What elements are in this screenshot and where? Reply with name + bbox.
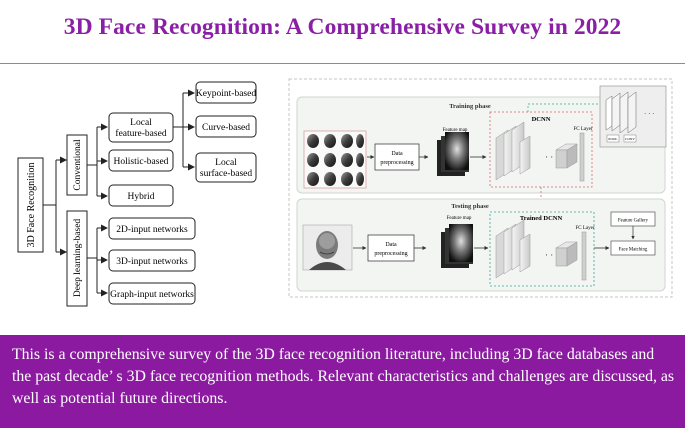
local-feature-label-2: feature-based (115, 128, 166, 139)
testing-preproc-node (367, 234, 415, 262)
training-fc-label: FC Layer (573, 127, 592, 132)
surface-label-2: surface-based (200, 168, 252, 179)
local-connector (173, 93, 184, 167)
testing-preproc-label-1: Data (385, 242, 397, 248)
root-node (17, 157, 44, 253)
conventional-label: Conventional (73, 139, 83, 191)
keypoint-node (195, 81, 257, 104)
holistic-node (108, 149, 174, 172)
root-label: 3D Face Recognition (26, 163, 37, 248)
taxonomy-tree: 3D Face Recognition Conventional Deep le… (17, 81, 257, 307)
deep-connector (87, 228, 98, 293)
trained-dcnn-box (489, 211, 595, 287)
svg-text:· · ·: · · · (644, 110, 655, 118)
summary-text: This is a comprehensive survey of the 3D… (12, 346, 675, 407)
curve-label: Curve-based (202, 123, 250, 133)
dcnn-conv-layers: · · · (495, 121, 578, 181)
net-3d-label: 3D-input networks (116, 257, 188, 267)
keypoint-label: Keypoint-based (196, 89, 256, 99)
training-preproc-label-2: preprocessing (380, 160, 413, 166)
training-preproc-label-1: Data (391, 151, 403, 157)
curve-node (195, 115, 257, 138)
testing-panel (296, 198, 666, 292)
deep-learning-label: Deep learning-based (73, 219, 83, 298)
training-title: Training phase (449, 103, 491, 110)
svg-text:· · ·: · · · (545, 152, 559, 162)
holistic-label: Holistic-based (114, 157, 169, 167)
title-divider (0, 63, 685, 64)
pipeline-figure: Training phase Data preprocessing Featur… (288, 78, 673, 298)
net-2d-node (108, 217, 196, 240)
page-title: 3D Face Recognition: A Comprehensive Sur… (63, 14, 622, 40)
testing-feature-map-label: Feature map (447, 216, 472, 221)
probe-face-photo (302, 224, 353, 271)
figure-area: 3D Face Recognition Conventional Deep le… (17, 78, 673, 307)
hybrid-label: Hybrid (128, 192, 155, 202)
inset-link (527, 103, 600, 112)
net-2d-label: 2D-input networks (116, 225, 188, 235)
net-graph-node (108, 282, 196, 305)
testing-feature-maps (441, 224, 473, 268)
trained-dcnn-label: Trained DCNN (520, 215, 563, 222)
training-feature-map-label: Feature map (443, 128, 468, 133)
face-matching-node (610, 240, 656, 256)
testing-title: Testing phase (451, 203, 489, 210)
footer-band (0, 335, 685, 428)
training-face-grid (303, 130, 367, 189)
inset-conv-label: CONV (625, 137, 635, 141)
dcnn-label: DCNN (532, 116, 551, 123)
training-fc-layer (579, 132, 585, 182)
svg-text:· · ·: · · · (545, 250, 559, 260)
face-matching-label: Face Matching (619, 248, 648, 253)
training-feature-maps (437, 132, 469, 176)
local-feature-label-1: Local (130, 118, 152, 128)
conventional-connector (87, 127, 98, 196)
root-connector (43, 159, 67, 253)
surface-node (195, 152, 257, 183)
inset-pool-label: POOL (608, 137, 617, 141)
hybrid-node (108, 184, 174, 207)
trained-dcnn-conv-layers: · · · (495, 219, 578, 279)
testing-preproc-label-2: preprocessing (374, 251, 407, 257)
surface-label-1: Local (215, 158, 237, 168)
testing-fc-label: FC Layer (575, 226, 594, 231)
inset-layers: · · · (605, 91, 655, 134)
net-graph-label: Graph-input networks (110, 290, 194, 300)
training-preproc-node (374, 143, 420, 171)
net-3d-node (108, 249, 196, 272)
feature-gallery-label: Feature Gallery (618, 219, 649, 224)
testing-fc-layer (581, 231, 587, 281)
